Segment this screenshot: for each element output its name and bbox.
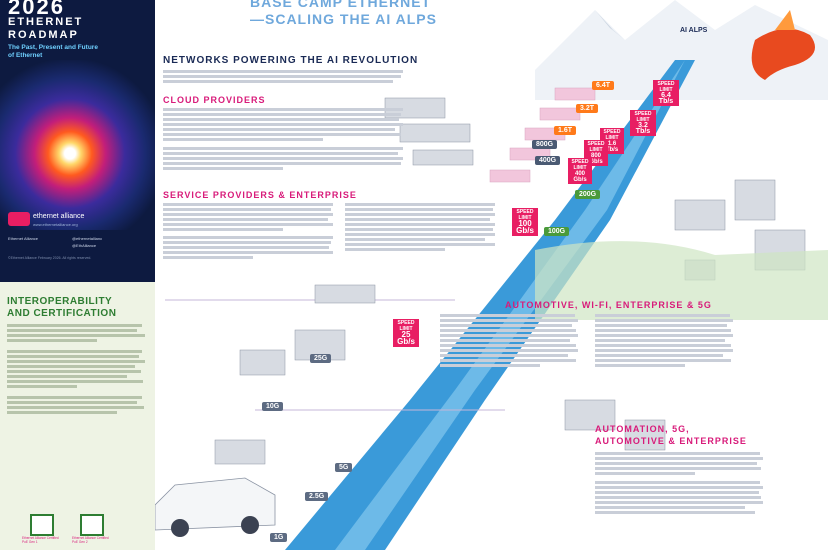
speed-tag-10g: 10G <box>262 402 284 411</box>
roadmap-title-1: ETHERNET <box>8 16 84 28</box>
networks-heading: NETWORKS POWERING THE AI REVOLUTION <box>163 55 419 66</box>
auto-wifi-body-right <box>595 314 735 369</box>
page-title-line-2: —SCALING THE AI ALPS <box>250 11 437 27</box>
roadmap-title-2: ROADMAP <box>8 29 79 41</box>
auto-wifi-heading: AUTOMOTIVE, WI-FI, ENTERPRISE & 5G <box>505 300 712 310</box>
light-burst-graphic <box>0 60 155 230</box>
car-illustration <box>155 477 276 537</box>
year-label: 2026 <box>8 0 65 19</box>
dragon-illustration <box>751 10 815 81</box>
speed-tag-3-2t: 3.2T <box>576 104 599 113</box>
org-name: ethernet alliance <box>33 213 85 220</box>
speed-tag-200g: 200G <box>575 190 601 199</box>
interop-panel: INTEROPERABILITY AND CERTIFICATION Ether… <box>0 282 155 550</box>
auto-wifi-body-left <box>440 314 580 369</box>
poe-gen2-cert-logo-icon <box>80 514 104 536</box>
networks-body-text <box>163 70 408 85</box>
cloud-heading: CLOUD PROVIDERS <box>163 95 266 105</box>
social-link-3[interactable]: @EthAlliance <box>72 243 97 248</box>
data-river <box>285 60 695 550</box>
poe-gen1-cert-logo-icon <box>30 514 54 536</box>
roadmap-tagline: The Past, Present and Future of Ethernet <box>8 44 98 59</box>
speed-tag-2-5g: 2.5G <box>305 492 329 501</box>
service-heading: SERVICE PROVIDERS & ENTERPRISE <box>163 190 357 200</box>
interop-body-text <box>7 324 147 416</box>
ai-alps-label: AI ALPS <box>680 27 708 34</box>
interop-heading-2: AND CERTIFICATION <box>7 308 117 319</box>
auto-5g-heading-1: AUTOMATION, 5G, <box>595 424 690 434</box>
auto-5g-heading-2: AUTOMOTIVE & ENTERPRISE <box>595 436 747 446</box>
copyright: ©Ethernet Alliance February 2026. All ri… <box>8 256 92 260</box>
social-link-2[interactable]: @ethernetallianc <box>72 236 103 241</box>
roadmap-cover-panel: 2026 ETHERNET ROADMAP The Past, Present … <box>0 0 155 282</box>
interop-heading-1: INTEROPERABILITY <box>7 296 113 307</box>
service-body-left <box>163 203 338 261</box>
poe-gen2-label: Ethernet Alliance Certified PoE Gen 2 <box>72 536 109 544</box>
ethernet-alliance-logo-icon <box>8 212 30 226</box>
speed-tag-6-4t: 6.4T <box>592 81 615 90</box>
page-title-line-1: BASE CAMP ETHERNET <box>250 0 432 10</box>
speed-tag-400g: 400G <box>535 156 561 165</box>
speed-tag-800g: 800G <box>532 140 558 149</box>
speed-tag-1g: 1G <box>270 533 288 542</box>
roadmap-illustration <box>155 0 828 550</box>
org-url: www.ethernetalliance.org <box>33 222 78 227</box>
poe-gen1-label: Ethernet Alliance Certified PoE Gen 1 <box>22 536 59 544</box>
speed-tag-100g: 100G <box>544 227 570 236</box>
cloud-body-text <box>163 108 408 172</box>
speed-tag-25g: 25G <box>310 354 332 363</box>
auto-5g-body-text <box>595 452 765 516</box>
social-link-1[interactable]: Ethernet Alliance <box>8 236 39 241</box>
service-body-right <box>345 203 500 253</box>
speed-tag-1-6t: 1.6T <box>554 126 577 135</box>
speed-tag-5g: 5G <box>335 463 353 472</box>
